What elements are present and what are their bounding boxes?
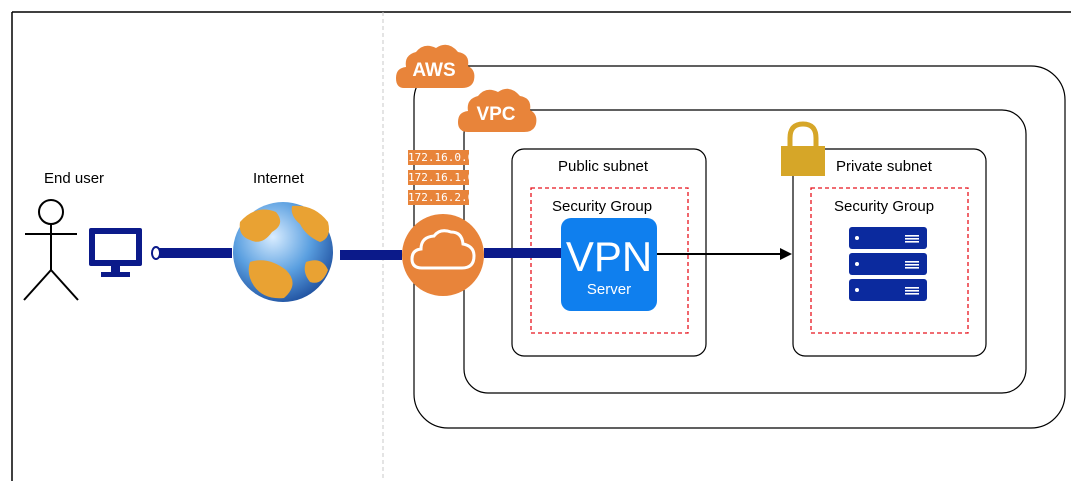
end-user-label: End user	[44, 170, 105, 187]
person-icon	[23, 199, 79, 301]
vpc-label: VPC	[476, 104, 516, 125]
security-group-public-label: Security Group	[552, 198, 653, 215]
public-subnet-label: Public subnet	[558, 158, 649, 175]
internet-label: Internet	[253, 170, 304, 187]
security-group-public-box	[530, 187, 689, 334]
private-subnet-label: Private subnet	[836, 158, 932, 175]
cidr-block: 172.16.2.0	[408, 190, 475, 205]
vpc-cloud-icon	[458, 88, 537, 132]
lock-icon	[781, 121, 825, 176]
link-end-cap	[151, 246, 161, 260]
security-group-private-box	[810, 187, 969, 334]
internet-gateway-icon	[402, 214, 484, 296]
aws-label: AWS	[412, 60, 456, 81]
server-stack-icon	[849, 227, 927, 301]
cidr-block: 172.16.1.0	[408, 170, 475, 185]
cidr-block: 172.16.0.0	[408, 150, 475, 165]
globe-icon	[233, 202, 333, 302]
vpn-main-label: VPN	[565, 233, 653, 280]
vpn-sub-label: Server	[586, 281, 632, 298]
arrow-head-private	[780, 248, 792, 260]
private-subnet-box	[792, 148, 987, 357]
monitor-icon	[89, 228, 142, 277]
security-group-private-label: Security Group	[834, 198, 935, 215]
vpn-server-icon: VPN Server	[561, 218, 657, 311]
aws-cloud-icon	[396, 44, 475, 88]
